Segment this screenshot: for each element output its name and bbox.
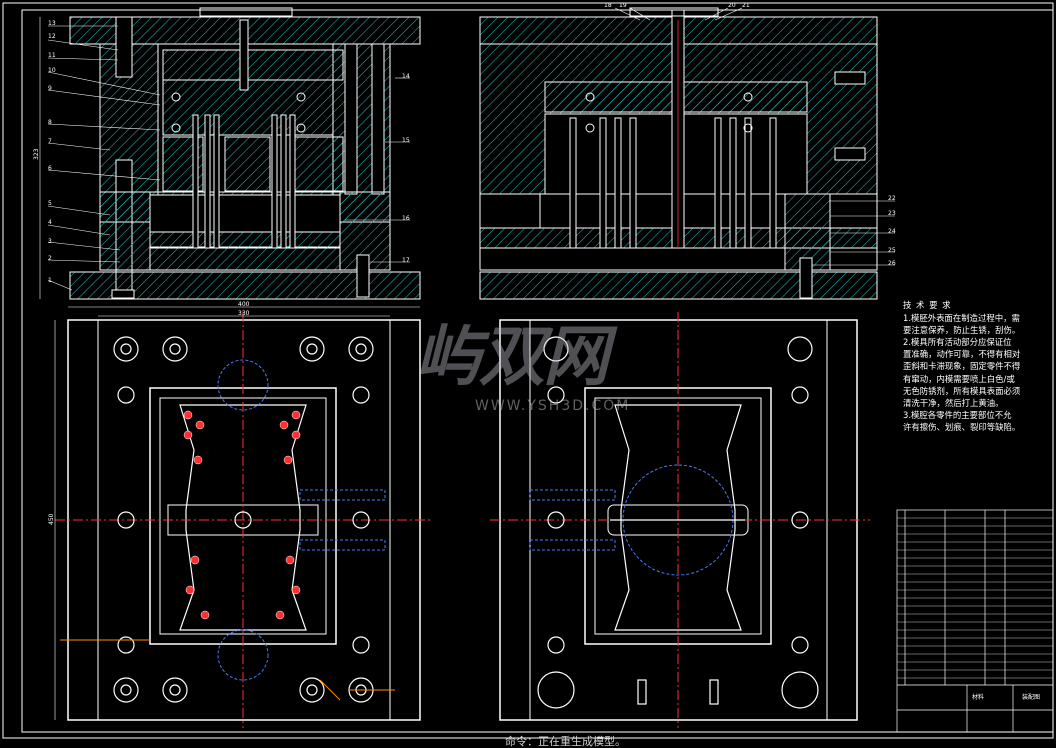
part-number-label: 11	[48, 52, 56, 59]
tech-note-line: 要注意保养，防止生锈，刮伤。	[903, 325, 1021, 336]
tech-note-line: 无色防锈剂，所有模具表面必须	[903, 385, 1021, 396]
part-number-label: 26	[888, 260, 896, 267]
technical-requirements: 技 术 要 求 1.模胚外表面在制造过程中，需 要注意保养，防止生锈，刮伤。 2…	[903, 299, 1053, 433]
part-number-label: 12	[48, 33, 56, 40]
section-view-b	[479, 7, 878, 300]
title-block-name: 装配图	[1022, 693, 1040, 701]
part-number-label: 16	[402, 215, 410, 222]
part-number-label: 8	[48, 119, 52, 126]
tech-note-line: 许有擦伤、划痕、裂印等缺陷。	[903, 421, 1021, 432]
dim-330: 330	[238, 310, 250, 317]
command-line[interactable]: 命令：正在重生成模型。	[505, 735, 626, 748]
part-number-label: 22	[888, 195, 896, 202]
technical-requirements-title: 技 术 要 求	[903, 300, 952, 310]
plan-view-b	[490, 312, 870, 728]
tech-note-line: 置准确，动作可靠，不得有相对	[903, 349, 1021, 360]
tech-note-line: 3.模腔各零件的主要部位不允	[903, 409, 1012, 420]
dim-vertical: 450	[48, 513, 55, 525]
tech-note-line: 2.模具所有活动部分应保证位	[903, 337, 1012, 348]
part-number-label: 17	[402, 257, 410, 264]
part-number-label: 20	[728, 2, 736, 9]
part-number-label: 1	[48, 277, 52, 284]
part-number-label: 13	[48, 20, 56, 27]
tech-note-line: 1.模胚外表面在制造过程中，需	[903, 313, 1020, 324]
dim-400: 400	[238, 301, 250, 308]
part-number-label: 15	[402, 137, 410, 144]
section-view-a	[69, 7, 421, 300]
tech-note-line: 歪斜和卡滞现象，固定零件不得	[903, 361, 1021, 372]
title-block-material: 材料	[972, 693, 984, 701]
part-number-label: 7	[48, 138, 52, 145]
part-number-label: 5	[48, 200, 52, 207]
leader-lines-view-a	[47, 25, 410, 291]
leader-lines-view-b	[614, 7, 895, 266]
tech-note-line: 有窜动，内模需要喷上白色/或	[903, 373, 1015, 384]
part-number-label: 25	[888, 247, 896, 254]
tech-note-line: 清洗干净，然后打上黄油。	[903, 397, 1004, 408]
part-number-label: 23	[888, 210, 896, 217]
part-number-label: 14	[402, 73, 410, 80]
part-number-label: 2	[48, 255, 52, 262]
part-number-label: 24	[888, 228, 896, 235]
title-block-rows	[897, 517, 1053, 679]
part-number-label: 9	[48, 85, 52, 92]
title-block	[896, 509, 1054, 733]
part-number-label: 6	[48, 165, 52, 172]
part-number-label: 10	[48, 67, 56, 74]
part-number-label: 19	[619, 2, 627, 9]
part-number-label: 3	[48, 238, 52, 245]
part-number-label: 4	[48, 219, 52, 226]
part-number-label: 21	[742, 2, 750, 9]
part-number-label: 18	[604, 2, 612, 9]
plan-view-a	[39, 17, 430, 728]
inner-border	[21, 9, 1054, 733]
dim-side: 323	[33, 148, 40, 160]
